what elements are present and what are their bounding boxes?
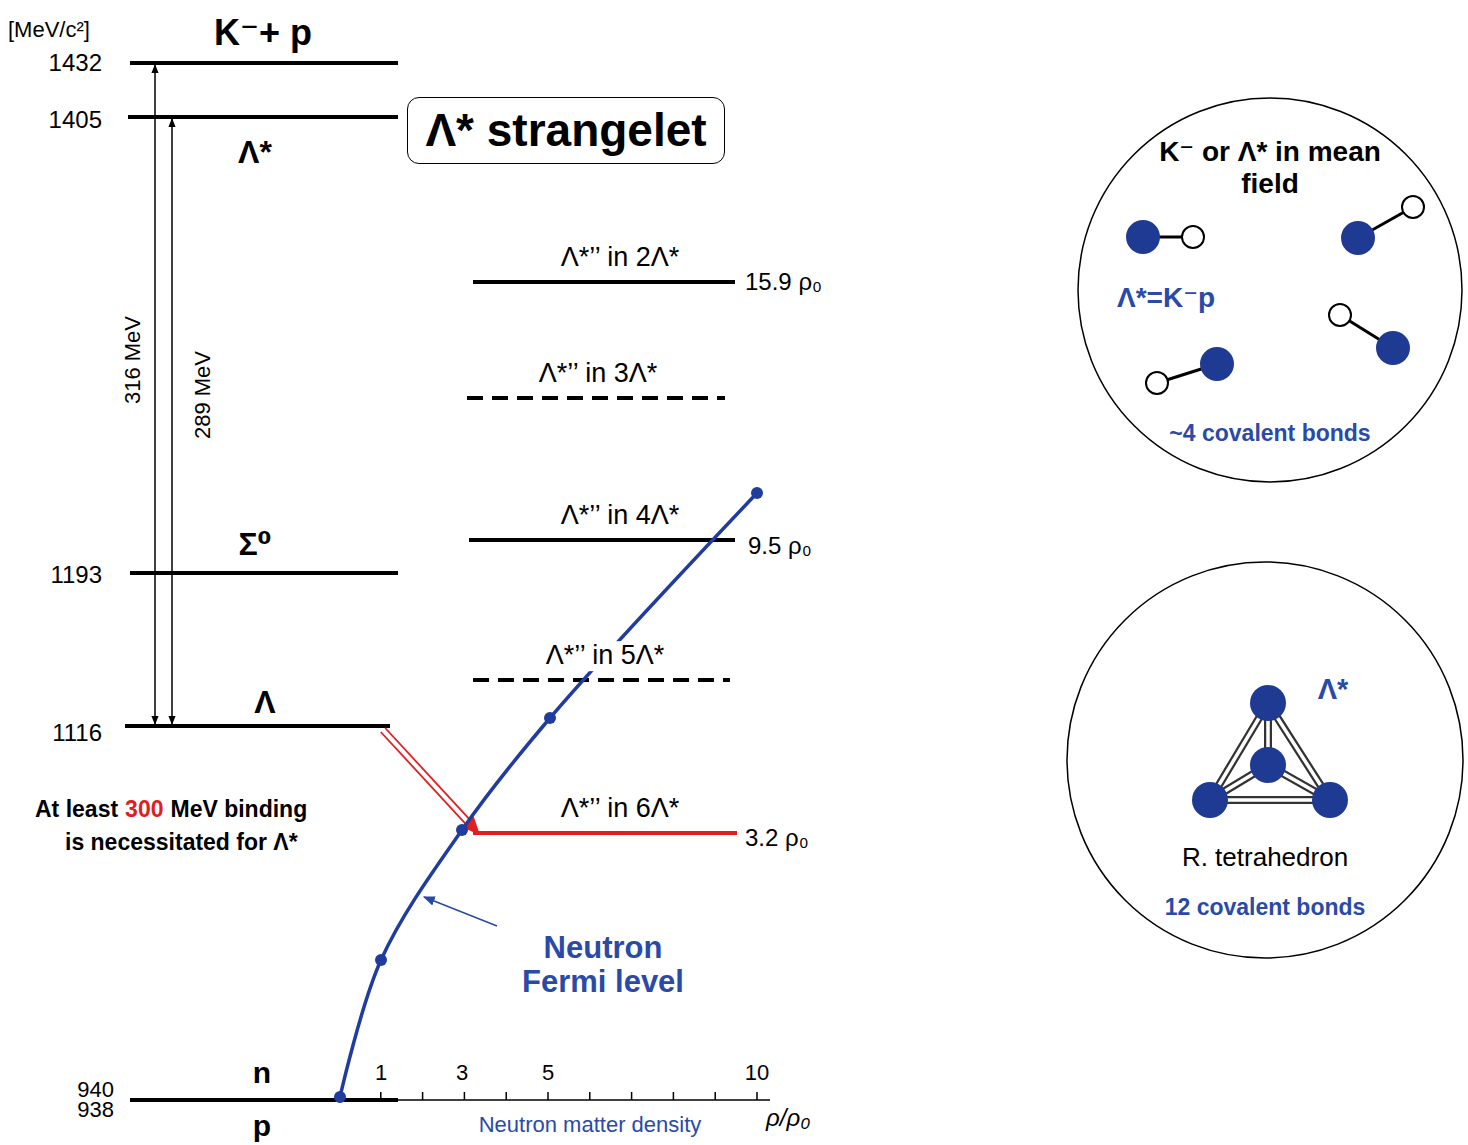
level-name: Λ* bbox=[238, 135, 272, 170]
axis-tick bbox=[673, 1092, 675, 1100]
axis-unit: ρ/ρ₀ bbox=[766, 1105, 810, 1131]
k-p-pair bbox=[1126, 220, 1204, 254]
curve-dot bbox=[544, 712, 556, 724]
axis-tick bbox=[756, 1092, 758, 1100]
curve-dot bbox=[751, 487, 763, 499]
level-name: Λ*’’ in 3Λ* bbox=[536, 359, 661, 389]
lambda-star-ball bbox=[1250, 685, 1286, 721]
level-name: Λ*’’ in 4Λ* bbox=[558, 501, 683, 531]
axis-tick bbox=[505, 1092, 507, 1100]
k-p-pair bbox=[1146, 347, 1234, 394]
gap-label: 316 MeV bbox=[121, 316, 145, 404]
caption-text: Λ*=K⁻p bbox=[1117, 282, 1215, 314]
density-value: 3.2 ρ₀ bbox=[745, 825, 809, 851]
lambda-star-ball bbox=[1250, 747, 1286, 783]
fermi-curve bbox=[334, 487, 763, 1103]
caption-text: 12 covalent bonds bbox=[1165, 894, 1366, 920]
tick-label: 1 bbox=[375, 1061, 387, 1085]
axis-tick bbox=[380, 1092, 382, 1100]
level-name: Λ bbox=[254, 685, 275, 720]
title-text: Λ* strangelet bbox=[424, 104, 708, 157]
tetrahedron-circle: Λ* R. tetrahedron 12 covalent bonds bbox=[1065, 560, 1465, 960]
axis-title: Neutron matter density bbox=[479, 1113, 702, 1137]
gap-label: 289 MeV bbox=[191, 351, 215, 439]
left-levels bbox=[125, 63, 398, 1100]
density-axis bbox=[381, 1092, 770, 1100]
axis-tick bbox=[589, 1092, 591, 1100]
unit-label: [MeV/c²] bbox=[8, 18, 90, 42]
axis-tick bbox=[464, 1092, 466, 1100]
axis-tick bbox=[631, 1092, 633, 1100]
level-name: Λ*’’ in 2Λ* bbox=[558, 243, 683, 273]
note-text: is necessitated for Λ* bbox=[65, 830, 298, 855]
tick-label: 5 bbox=[542, 1061, 554, 1085]
note-text: At least bbox=[35, 797, 118, 822]
k-p-pair bbox=[1341, 196, 1424, 255]
lambda-star-ball bbox=[1192, 782, 1228, 818]
curve-label: Neutron Fermi level bbox=[503, 931, 703, 999]
lambda-star-ball bbox=[1312, 782, 1348, 818]
note-text: 300 bbox=[125, 797, 163, 822]
curve-dot bbox=[334, 1091, 346, 1103]
level-name: p bbox=[253, 1109, 271, 1142]
mean-field-circle: K⁻ or Λ* in mean fieldΛ*=K⁻p ~4 covalent … bbox=[1076, 96, 1464, 484]
level-name: K⁻+ p bbox=[214, 13, 312, 53]
density-value: 15.9 ρ₀ bbox=[745, 269, 822, 295]
fermi-curve-path bbox=[340, 493, 757, 1097]
leader-line bbox=[424, 897, 497, 926]
level-name: Λ*’’ in 6Λ* bbox=[558, 794, 683, 824]
axis-tick bbox=[714, 1092, 716, 1100]
curve-dot bbox=[456, 824, 468, 836]
caption-text: ~4 covalent bonds bbox=[1169, 420, 1370, 446]
k-p-pair bbox=[1329, 304, 1410, 365]
caption-text: R. tetrahedron bbox=[1182, 843, 1348, 873]
binding-arrow bbox=[381, 728, 480, 835]
curve-dot bbox=[375, 954, 387, 966]
energy-value: 1116 bbox=[52, 720, 102, 746]
level-name: n bbox=[253, 1056, 271, 1089]
level-name: Σ⁰ bbox=[238, 527, 271, 562]
axis-tick bbox=[547, 1092, 549, 1100]
axis-tick bbox=[422, 1092, 424, 1100]
level-name: Λ*’’ in 5Λ* bbox=[543, 641, 668, 671]
density-value: 9.5 ρ₀ bbox=[748, 533, 812, 559]
note-text: MeV binding bbox=[170, 797, 307, 822]
energy-value: 938 bbox=[77, 1098, 114, 1122]
energy-value: 1193 bbox=[50, 562, 102, 588]
heading-text: Λ* bbox=[1318, 673, 1349, 706]
energy-value: 1405 bbox=[49, 107, 102, 133]
tick-label: 10 bbox=[745, 1061, 769, 1085]
energy-gap-arrows bbox=[155, 65, 172, 724]
tick-label: 3 bbox=[456, 1061, 468, 1085]
energy-value: 1432 bbox=[49, 50, 102, 76]
heading-text: K⁻ or Λ* in mean field bbox=[1150, 136, 1390, 200]
title-box: Λ* strangelet bbox=[407, 97, 725, 164]
